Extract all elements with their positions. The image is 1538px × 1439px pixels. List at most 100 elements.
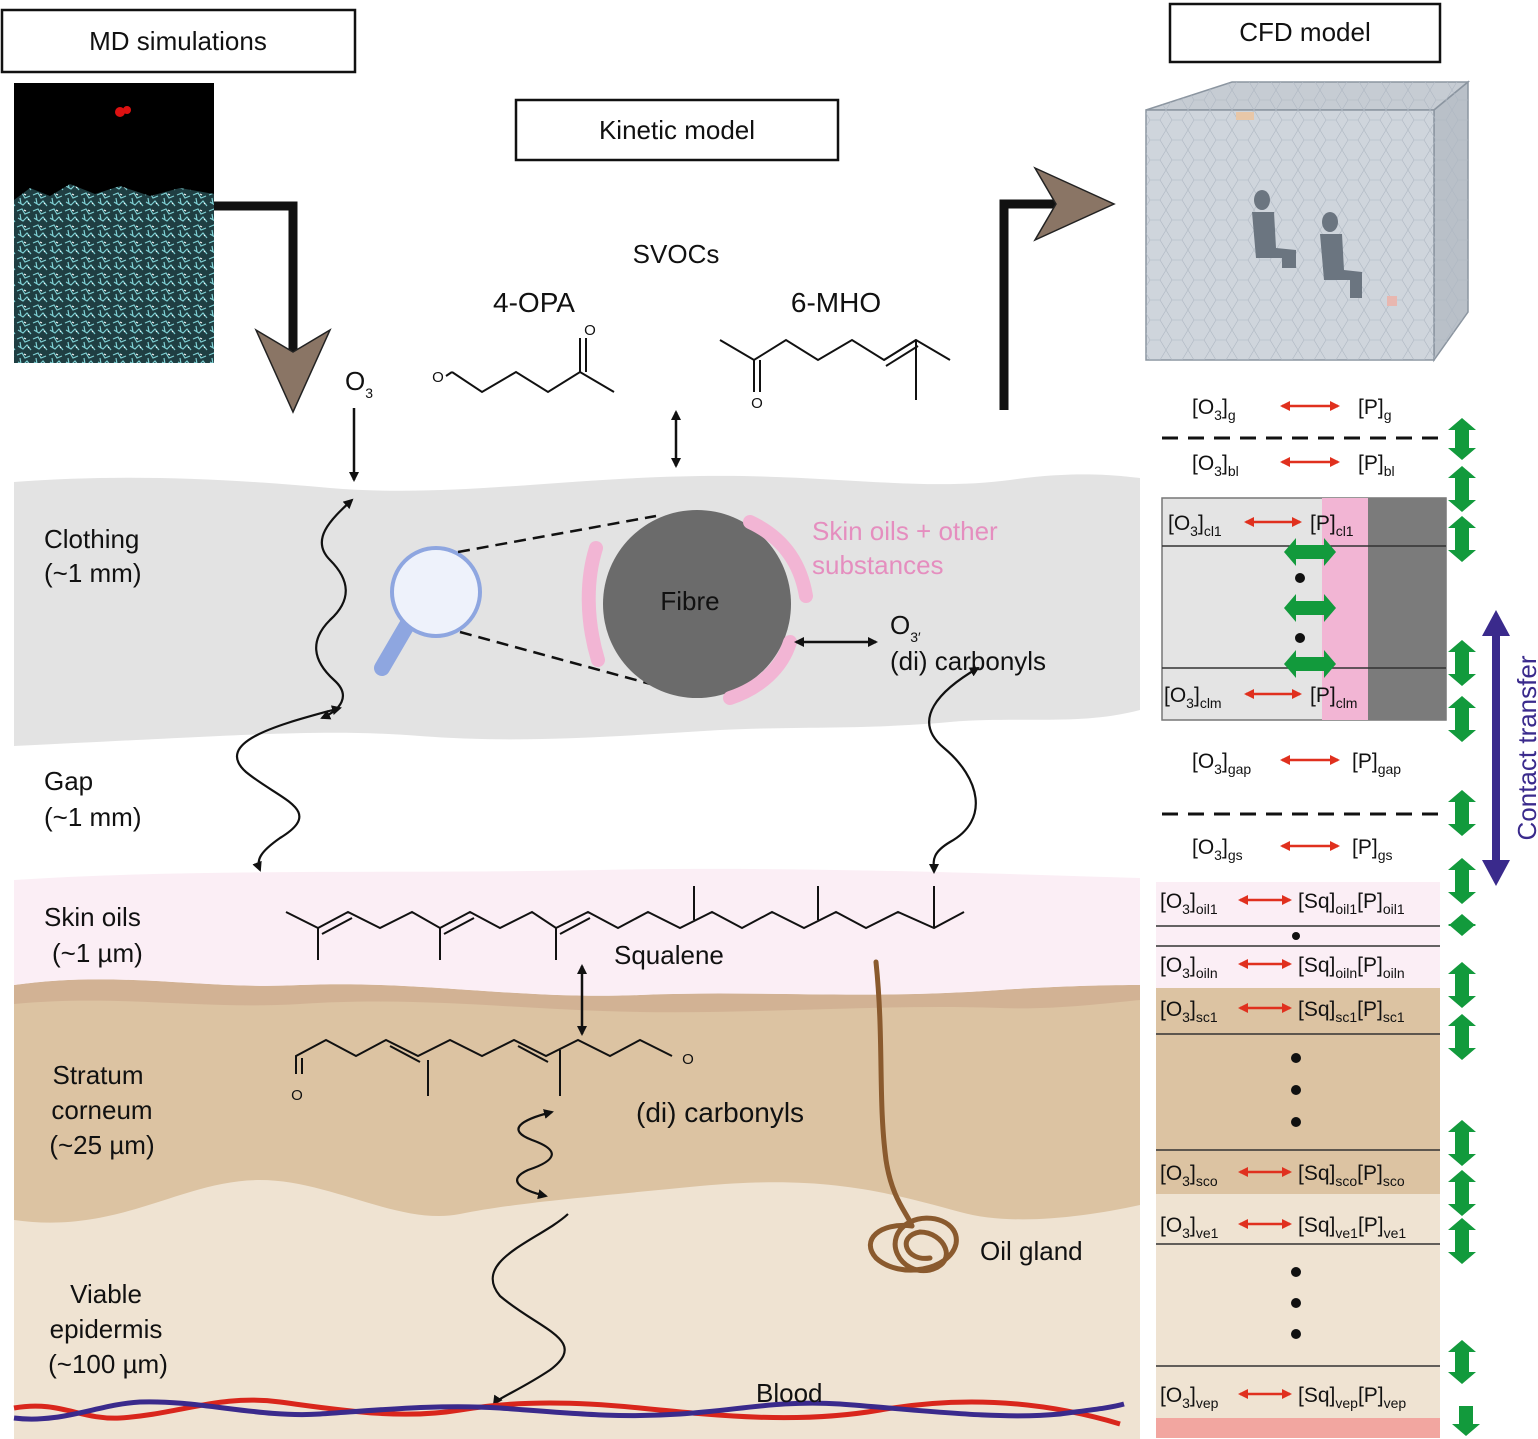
ozone-sub: 3 <box>365 385 373 401</box>
dicarbonyl-structure <box>295 1038 673 1096</box>
equation-right-ve1: [Sq]ve1[P]ve1 <box>1298 1214 1406 1241</box>
md-title-box: MD simulations <box>0 8 357 74</box>
viable-epidermis-layer <box>14 1180 1140 1439</box>
skin-oils-film-label-2: substances <box>812 550 944 580</box>
equation-right-cl1: [P]cl1 <box>1310 512 1354 539</box>
equation-left-gs: [O3]gs <box>1192 836 1243 863</box>
green-transfer-arrow <box>1448 1218 1476 1264</box>
equation-right-gap: [P]gap <box>1352 750 1401 777</box>
equation-right-vep: [Sq]vep[P]vep <box>1298 1384 1406 1411</box>
ozone-prime-base: O <box>890 610 910 640</box>
green-transfer-arrow <box>1448 790 1476 836</box>
zoom-line-top <box>457 514 657 554</box>
clothing-label: Clothing (~1 mm) <box>44 524 142 588</box>
fibre <box>581 510 813 705</box>
gap-label-line1: Gap <box>44 766 93 796</box>
green-transfer-arrow <box>1448 1120 1476 1166</box>
equation-left-vep: [O3]vep <box>1160 1384 1219 1411</box>
green-transfer-arrow <box>1448 858 1476 904</box>
stratum-diffusion-wave <box>516 1109 554 1200</box>
green-transfer-arrow <box>1448 1014 1476 1060</box>
equation-left-cl1: [O3]cl1 <box>1168 512 1222 539</box>
gap-diffusion-wave <box>236 705 342 872</box>
skin-oils-label-line2: (~1 µm) <box>52 938 143 968</box>
dicarbonyl-oxygen-1: O <box>291 1087 303 1104</box>
blood-vessel-blue <box>13 1399 1125 1422</box>
viable-epidermis-label: Viable epidermis (~100 µm) <box>48 1279 168 1379</box>
clothing-diffusion-wave <box>315 498 354 720</box>
contact-transfer-label: Contact transfer <box>1512 655 1538 840</box>
mho-oxygen: O <box>751 395 763 412</box>
epidermis-diffusion-wave <box>491 1213 569 1406</box>
ellipsis-dots <box>1291 573 1305 1339</box>
green-transfer-arrow <box>1448 1340 1476 1384</box>
stratum-label-line1: Stratum <box>52 1060 143 1090</box>
green-transfer-arrow <box>1284 594 1336 622</box>
equation-left-sc1: [O3]sc1 <box>1160 998 1218 1025</box>
gap-label: Gap (~1 mm) <box>44 766 142 832</box>
equation-left-oil1: [O3]oil1 <box>1160 890 1218 917</box>
svg-text:O3: O3 <box>345 366 373 401</box>
mho-structure <box>719 338 951 400</box>
equation-right-oiln: [Sq]oiln[P]oiln <box>1298 954 1405 981</box>
right-diffusion-wave <box>928 666 980 874</box>
squalene-structure <box>285 886 965 960</box>
kinetic-to-cfd-arrow <box>999 166 1116 410</box>
stratum-label-line2: corneum <box>51 1095 152 1125</box>
green-transfer-arrow <box>1448 914 1476 936</box>
blood-label: Blood <box>756 1378 823 1408</box>
green-transfer-arrow <box>1448 418 1476 460</box>
gap-label-line2: (~1 mm) <box>44 802 142 832</box>
compartment-backgrounds <box>1156 497 1447 1438</box>
equation-left-bl: [O3]bl <box>1192 452 1239 479</box>
opa-structure <box>445 338 615 394</box>
viable-label-line2: epidermis <box>50 1314 163 1344</box>
green-transfer-arrow <box>1448 640 1476 686</box>
equation-left-clm: [O3]clm <box>1164 684 1222 711</box>
green-transfer-arrow <box>1448 516 1476 562</box>
green-transfer-arrow <box>1452 1406 1480 1436</box>
green-transfer-arrow <box>1448 1170 1476 1216</box>
contact-transfer-arrow <box>1482 610 1510 886</box>
equation-right-g: [P]g <box>1358 396 1391 423</box>
svoc-heading: SVOCs <box>633 239 720 269</box>
stratum-corneum-layer <box>14 979 1140 1223</box>
ozone-prime-label: O3′ <box>890 610 921 645</box>
kinetic-title: Kinetic model <box>599 115 755 145</box>
equation-left-gap: [O3]gap <box>1192 750 1251 777</box>
equation-right-clm: [P]clm <box>1310 684 1357 711</box>
clothing-label-line1: Clothing <box>44 524 139 554</box>
stratum-label-line3: (~25 µm) <box>49 1130 154 1160</box>
magnifier-icon <box>374 546 482 676</box>
equation-left-g: [O3]g <box>1192 396 1236 423</box>
viable-label-line3: (~100 µm) <box>48 1349 168 1379</box>
equation-left-oiln: [O3]oiln <box>1160 954 1218 981</box>
skin-oils-layer <box>14 868 1140 996</box>
carbonyls-label: (di) carbonyls <box>636 1097 804 1128</box>
green-transfer-arrow <box>1448 962 1476 1008</box>
clothing-layer <box>14 474 1140 746</box>
skin-oils-label-line1: Skin oils <box>44 902 141 932</box>
viable-label-line1: Viable <box>70 1279 142 1309</box>
squalene-label: Squalene <box>614 940 724 970</box>
cfd-title-box: CFD model <box>1168 2 1442 64</box>
equation-right-oil1: [Sq]oil1[P]oil1 <box>1298 890 1405 917</box>
mho-label: 6-MHO <box>791 287 881 318</box>
stratum-corneum-label: Stratum corneum (~25 µm) <box>49 1060 154 1160</box>
equation-right-gs: [P]gs <box>1352 836 1392 863</box>
opa-oxygen-1: O <box>432 369 444 386</box>
zoom-line-bottom <box>459 630 681 694</box>
clothing-transfer-arrows <box>1284 538 1336 678</box>
green-transfer-arrow <box>1284 538 1336 566</box>
equation-left-sco: [O3]sco <box>1160 1162 1218 1189</box>
layer-transfer-arrows <box>1448 418 1480 1436</box>
green-transfer-arrow <box>1284 650 1336 678</box>
fibre-label: Fibre <box>660 586 719 616</box>
equation-right-sc1: [Sq]sc1[P]sc1 <box>1298 998 1405 1025</box>
green-transfer-arrow <box>1448 466 1476 512</box>
opa-label: 4-OPA <box>493 287 575 318</box>
fibre-products-label: (di) carbonyls <box>890 646 1046 676</box>
equation-list: [O3]g[P]g[O3]bl[P]bl[O3]cl1[P]cl1[O3]clm… <box>1160 396 1406 1411</box>
kinetic-title-box: Kinetic model <box>514 98 840 162</box>
md-to-kinetic-arrow <box>214 201 332 414</box>
